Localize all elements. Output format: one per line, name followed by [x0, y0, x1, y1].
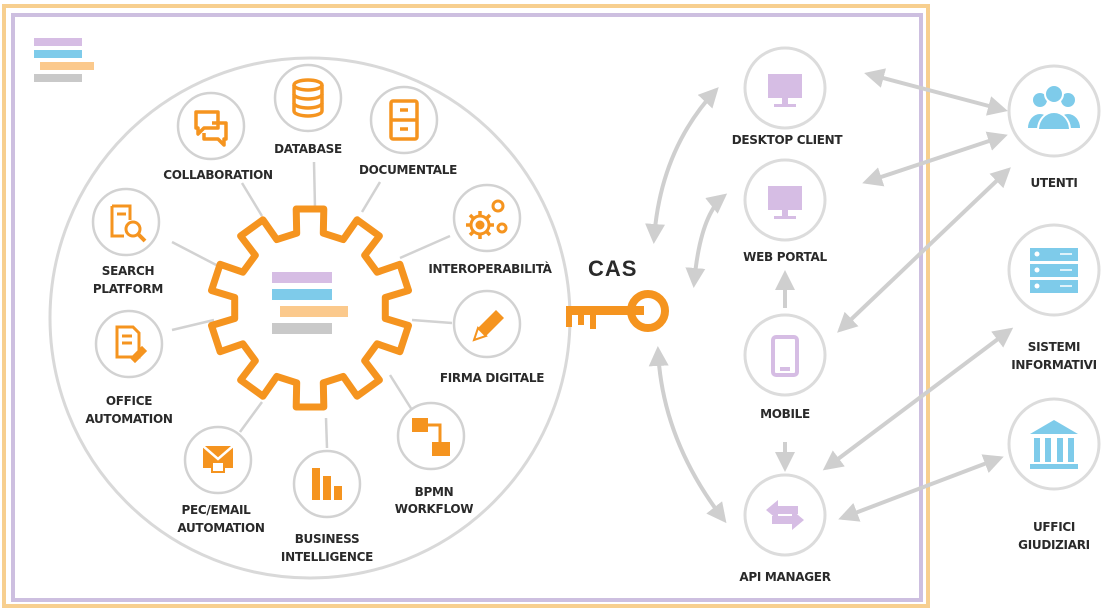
label-office-1: OFFICE: [105, 394, 153, 408]
monitor-icon: [768, 74, 802, 107]
key-icon: [566, 290, 669, 332]
label-sistemi-1: SISTEMI: [1027, 340, 1081, 354]
label-bi-1: BUSINESS: [294, 532, 360, 546]
label-search-2: PLATFORM: [92, 282, 164, 296]
client-api: [743, 473, 827, 557]
server-icon: [1030, 248, 1078, 293]
label-firma-digitale: FIRMA DIGITALE: [439, 371, 545, 385]
actor-sistemi-informativi: [1007, 223, 1101, 317]
label-bpmn-2: WORKFLOW: [394, 502, 474, 516]
module-bpmn: [396, 401, 466, 471]
cas-label: CAS: [588, 256, 638, 281]
module-business-intelligence: [292, 449, 362, 519]
spokes: [171, 161, 453, 449]
monitor-icon: [768, 186, 802, 219]
module-documentale: [369, 85, 439, 155]
api-arrows-icon: [766, 500, 804, 530]
client-web: [743, 158, 827, 242]
search-document-icon: [110, 204, 147, 243]
pen-icon: [472, 310, 504, 342]
label-bpmn-1: BPMN: [414, 485, 454, 499]
label-pec-2: AUTOMATION: [177, 521, 265, 535]
label-interoperabilita: INTEROPERABILITÀ: [428, 262, 552, 276]
flowchart-icon: [412, 418, 450, 456]
module-firma-digitale: [452, 289, 522, 359]
client-mobile: [743, 313, 827, 397]
module-pec-email: [183, 425, 253, 495]
label-desktop-client: DESKTOP CLIENT: [731, 133, 843, 147]
label-uffici-2: GIUDIZIARI: [1018, 538, 1090, 552]
label-pec-1: PEC/EMAIL: [181, 503, 251, 517]
envelope-icon: [202, 445, 234, 473]
label-bi-2: INTELLIGENCE: [280, 550, 374, 564]
bar-chart-icon: [312, 468, 342, 500]
module-search-platform: [91, 187, 161, 257]
label-utenti: UTENTI: [1030, 176, 1078, 190]
document-edit-icon: [115, 325, 148, 364]
module-interoperabilita: [452, 183, 522, 253]
actor-utenti: [1007, 64, 1101, 158]
logo-bars-icon: [34, 38, 94, 82]
module-database: [273, 63, 343, 133]
label-sistemi-2: INFORMATIVI: [1011, 358, 1097, 372]
label-search-1: SEARCH: [101, 264, 155, 278]
label-mobile: MOBILE: [760, 407, 810, 421]
label-documentale: DOCUMENTALE: [359, 163, 457, 177]
gears-icon: [466, 199, 508, 239]
label-database: DATABASE: [274, 142, 342, 156]
label-web-portal: WEB PORTAL: [743, 250, 827, 264]
module-office-automation: [94, 309, 164, 379]
module-collaboration: [176, 91, 246, 161]
client-desktop: [743, 46, 827, 130]
chat-bubbles-icon: [194, 110, 228, 147]
label-office-2: AUTOMATION: [85, 412, 173, 426]
label-api-manager: API MANAGER: [739, 570, 831, 584]
smartphone-icon: [771, 335, 799, 377]
file-cabinet-icon: [389, 99, 419, 141]
users-icon: [1028, 84, 1080, 131]
central-gear-icon: [208, 205, 412, 411]
label-collaboration: COLLABORATION: [163, 168, 273, 182]
database-icon: [292, 78, 324, 118]
actor-uffici-giudiziari: [1007, 397, 1101, 491]
connection-arrows: [645, 68, 1014, 524]
courthouse-icon: [1030, 420, 1078, 469]
label-uffici-1: UFFICI: [1032, 520, 1076, 534]
